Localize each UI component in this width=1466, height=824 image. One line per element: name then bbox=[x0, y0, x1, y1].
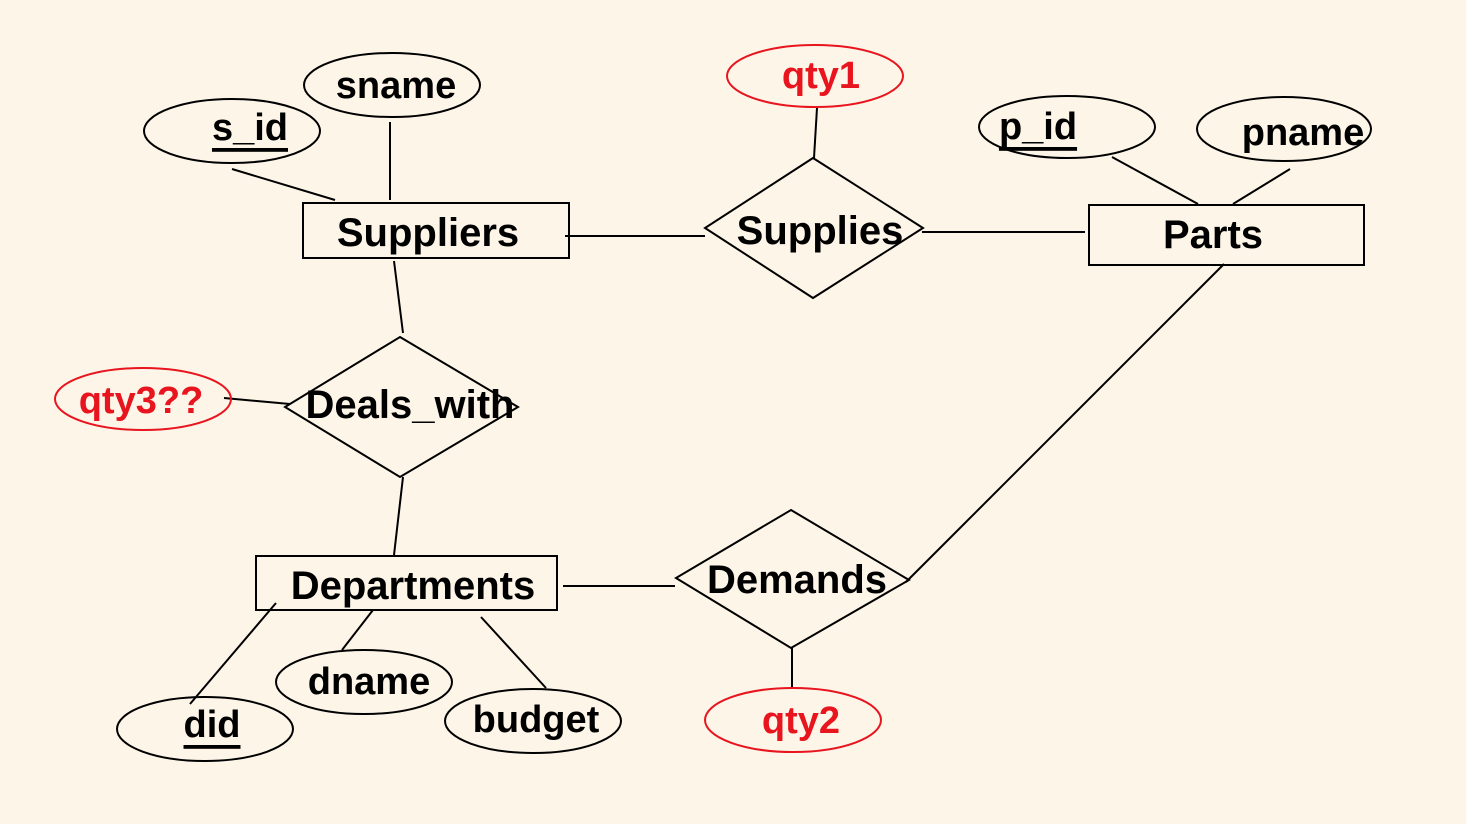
line-departments-did bbox=[189, 602, 277, 705]
line-suppliers-dealswith bbox=[393, 260, 404, 334]
attribute-s-id: s_id bbox=[143, 98, 321, 164]
line-dealswith-departments bbox=[393, 476, 404, 556]
relationship-demands: Demands bbox=[674, 508, 911, 650]
attribute-budget-label: budget bbox=[473, 699, 600, 741]
attribute-dname-label: dname bbox=[308, 661, 430, 703]
line-pname-parts bbox=[1232, 168, 1291, 205]
line-departments-budget bbox=[480, 616, 547, 689]
attribute-qty3-label: qty3?? bbox=[79, 380, 204, 422]
attribute-sname: sname bbox=[303, 52, 481, 118]
attribute-p-id: p_id bbox=[978, 95, 1156, 159]
entity-suppliers-label: Suppliers bbox=[337, 211, 519, 255]
relationship-supplies-label: Supplies bbox=[737, 209, 904, 253]
line-sid-suppliers bbox=[231, 168, 336, 201]
attribute-qty3: qty3?? bbox=[54, 367, 232, 431]
attribute-dname: dname bbox=[275, 649, 453, 715]
attribute-did: did bbox=[116, 696, 294, 762]
entity-departments: Departments bbox=[255, 555, 558, 611]
line-departments-dname bbox=[341, 609, 374, 651]
relationship-deals-with-label: Deals_with bbox=[306, 383, 515, 427]
relationship-demands-label: Demands bbox=[707, 558, 887, 602]
attribute-p-id-label: p_id bbox=[999, 106, 1077, 148]
line-parts-demands bbox=[905, 263, 1225, 583]
connector-lines bbox=[189, 107, 1291, 705]
relationship-deals-with: Deals_with bbox=[283, 335, 520, 479]
attribute-qty1-label: qty1 bbox=[782, 55, 860, 97]
attribute-qty2-label: qty2 bbox=[762, 700, 840, 742]
line-qty1-supplies bbox=[813, 107, 818, 159]
line-qty3-dealswith bbox=[223, 397, 291, 405]
attribute-budget: budget bbox=[444, 688, 622, 754]
entity-parts-label: Parts bbox=[1163, 213, 1263, 257]
attribute-qty2: qty2 bbox=[704, 687, 882, 753]
attribute-pname-label: pname bbox=[1242, 112, 1364, 154]
line-pid-parts bbox=[1111, 156, 1199, 205]
entity-parts: Parts bbox=[1088, 204, 1365, 266]
attribute-s-id-label: s_id bbox=[212, 107, 288, 149]
relationship-supplies: Supplies bbox=[703, 156, 925, 300]
attribute-pname: pname bbox=[1196, 96, 1372, 162]
attribute-sname-label: sname bbox=[336, 65, 456, 107]
entity-suppliers: Suppliers bbox=[302, 202, 570, 259]
attribute-did-label: did bbox=[184, 704, 241, 746]
entity-departments-label: Departments bbox=[291, 564, 536, 608]
attribute-qty1: qty1 bbox=[726, 44, 904, 108]
